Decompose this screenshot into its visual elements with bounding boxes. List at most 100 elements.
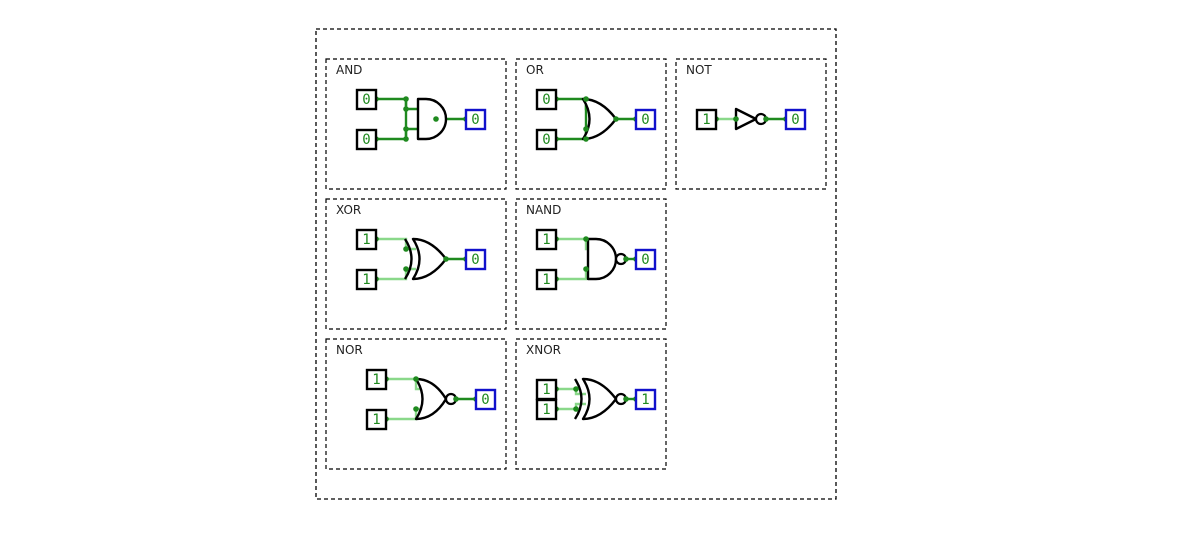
output-indicator: 0	[464, 108, 487, 131]
input-toggle[interactable]: 0	[355, 88, 378, 111]
panel-title: XOR	[336, 203, 361, 217]
input-box[interactable]	[535, 398, 558, 421]
output-value: 0	[471, 252, 479, 268]
junction-dot	[453, 396, 459, 402]
input-box[interactable]	[535, 228, 558, 251]
junction-dot	[413, 376, 419, 382]
output-indicator: 0	[634, 108, 657, 131]
junction-dot	[403, 266, 409, 272]
panel-title: NAND	[526, 203, 561, 217]
output-value: 1	[641, 392, 649, 408]
junction-dot	[403, 246, 409, 252]
input-box[interactable]	[355, 88, 378, 111]
input-value: 1	[542, 232, 550, 248]
junction-dot	[583, 96, 589, 102]
input-box[interactable]	[355, 268, 378, 291]
panel-frame	[325, 58, 507, 190]
input-value: 1	[372, 372, 380, 388]
input-value: 0	[542, 132, 550, 148]
xor-input-curve	[403, 238, 413, 280]
panel-nor: NOR 1 1 0	[325, 338, 507, 470]
junction-dot	[403, 106, 409, 112]
junctions	[373, 96, 469, 142]
junction-dot	[403, 136, 409, 142]
output-indicator: 0	[474, 388, 497, 411]
junction-dot	[573, 386, 579, 392]
output-box	[634, 388, 657, 411]
outer-frame	[315, 28, 837, 500]
input-box[interactable]	[535, 268, 558, 291]
input-box[interactable]	[365, 408, 388, 431]
input-toggle[interactable]: 1	[695, 108, 718, 131]
input-toggle[interactable]: 1	[365, 368, 388, 391]
input-toggle[interactable]: 1	[355, 268, 378, 291]
nor-gate	[414, 377, 448, 421]
xnor-gate	[581, 377, 618, 421]
input-toggle[interactable]: 0	[535, 88, 558, 111]
panel-and: AND 0 0 0	[325, 58, 507, 190]
input-value: 1	[542, 402, 550, 418]
input-box[interactable]	[695, 108, 718, 131]
panel-frame	[325, 338, 507, 470]
nand-gate	[586, 237, 618, 281]
panel-not: NOT 1 0	[675, 58, 827, 190]
output-indicator: 1	[634, 388, 657, 411]
output-box	[784, 108, 807, 131]
junction-dot	[413, 406, 419, 412]
input-value: 1	[542, 272, 550, 288]
input-toggle[interactable]: 0	[535, 128, 558, 151]
input-toggle[interactable]: 0	[355, 128, 378, 151]
output-value: 0	[471, 112, 479, 128]
panel-title: AND	[336, 63, 362, 77]
input-value: 0	[542, 92, 550, 108]
junction-dot	[733, 116, 739, 122]
junction-dot	[573, 406, 579, 412]
junction-dot	[583, 266, 589, 272]
panel-nand: NAND 1 1 0	[515, 198, 667, 330]
junction-dot	[583, 136, 589, 142]
panel-xor: XOR 1 1 0	[325, 198, 507, 330]
junction-dot	[403, 96, 409, 102]
xor-gate	[411, 237, 448, 281]
panel-xnor: XNOR 1 1 1	[515, 338, 667, 470]
junction-dot	[613, 116, 619, 122]
input-box[interactable]	[365, 368, 388, 391]
input-value: 0	[362, 92, 370, 108]
input-value: 0	[362, 132, 370, 148]
junction-dot	[623, 396, 629, 402]
and-gate	[416, 97, 448, 141]
output-value: 0	[641, 112, 649, 128]
junction-dot	[583, 126, 589, 132]
input-value: 1	[372, 412, 380, 428]
output-value: 0	[481, 392, 489, 408]
input-box[interactable]	[355, 128, 378, 151]
input-toggle[interactable]: 1	[535, 398, 558, 421]
input-toggle[interactable]: 1	[355, 228, 378, 251]
panel-frame	[325, 198, 507, 330]
input-toggle[interactable]: 1	[535, 268, 558, 291]
input-box[interactable]	[535, 88, 558, 111]
output-indicator: 0	[634, 248, 657, 271]
junction-dot	[623, 256, 629, 262]
or-gate	[581, 97, 618, 141]
junction-dot	[433, 116, 439, 122]
input-box[interactable]	[535, 128, 558, 151]
output-box	[634, 108, 657, 131]
panel-title: NOR	[336, 343, 363, 357]
not-gate	[734, 107, 758, 131]
input-toggle[interactable]: 1	[535, 228, 558, 251]
input-value: 1	[542, 382, 550, 398]
output-box	[634, 248, 657, 271]
input-box[interactable]	[355, 228, 378, 251]
input-value: 1	[362, 272, 370, 288]
input-toggle[interactable]: 1	[365, 408, 388, 431]
xnor-input-curve	[573, 378, 583, 420]
input-toggle[interactable]: 1	[535, 378, 558, 401]
input-value: 1	[362, 232, 370, 248]
output-box	[464, 108, 487, 131]
output-value: 0	[791, 112, 799, 128]
output-indicator: 0	[464, 248, 487, 271]
output-indicator: 0	[784, 108, 807, 131]
junction-dot	[583, 236, 589, 242]
